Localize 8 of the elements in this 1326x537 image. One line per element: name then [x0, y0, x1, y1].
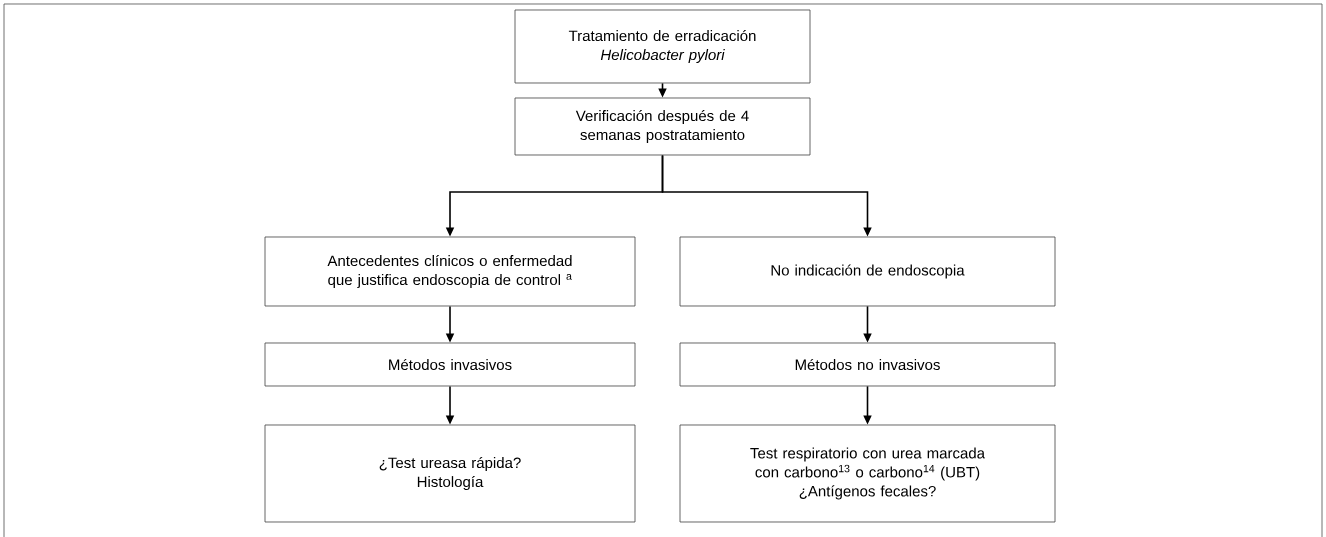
process-box: Métodos no invasivos [679, 342, 1056, 387]
process-box: Métodos invasivos [264, 342, 636, 387]
process-box: No indicación de endoscopia [679, 236, 1056, 307]
process-box: Antecedentes clínicos o enfermedad que justifica endoscopia de control $^{a}$ [264, 236, 636, 307]
process-box: Verificación después de 4 semanas postratamiento [514, 97, 811, 156]
process-box: Tratamiento de erradicación Helicobacter pylori [514, 9, 811, 84]
process-box: ¿Test ureasa rápida? Histología [264, 424, 636, 523]
process-box: Test respiratorio con urea marcada con carbono$^{13}$ o carbono$^{14}$ (UBT) ¿Antígenos fecales? [679, 424, 1056, 523]
